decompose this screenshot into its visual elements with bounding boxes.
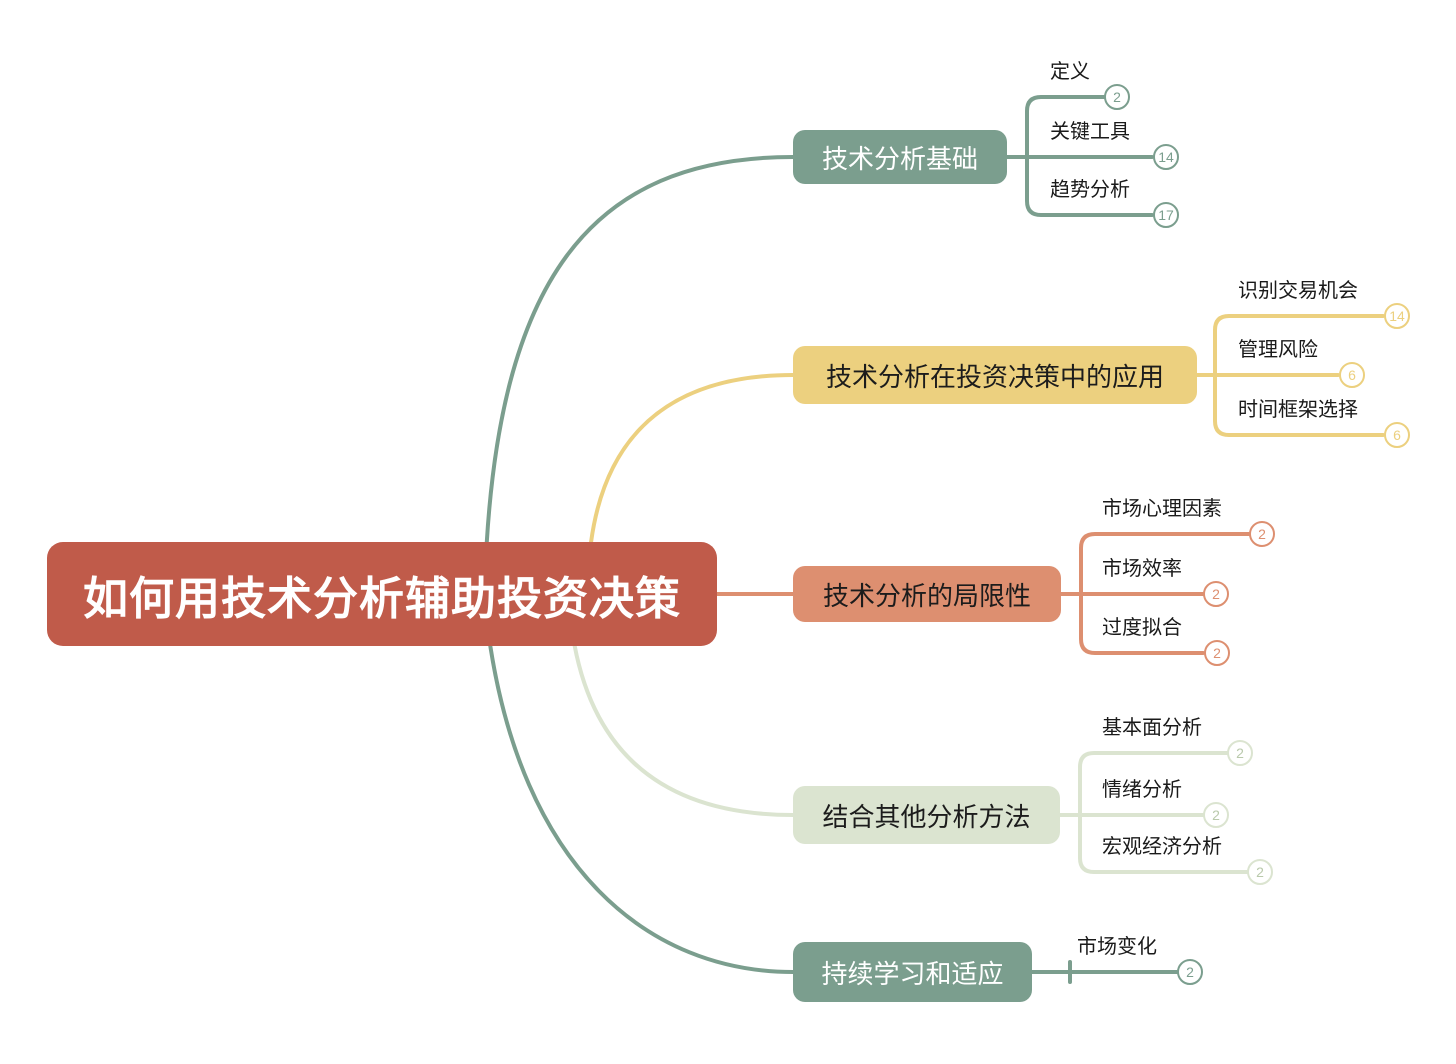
child-topic-label[interactable]: 定义 — [1050, 61, 1090, 83]
branch-curve-application — [586, 373, 795, 582]
count-badge[interactable]: 2 — [1204, 640, 1230, 666]
child-topic-label[interactable]: 时间框架选择 — [1238, 399, 1358, 421]
branch-node-learning[interactable]: 持续学习和适应 — [793, 942, 1032, 1002]
child-topic-label[interactable]: 基本面分析 — [1102, 717, 1202, 739]
central-topic-node[interactable]: 如何用技术分析辅助投资决策 — [47, 542, 717, 646]
branch-node-combination[interactable]: 结合其他分析方法 — [793, 786, 1060, 844]
child-topic-label[interactable]: 情绪分析 — [1102, 779, 1182, 801]
count-badge[interactable]: 6 — [1339, 362, 1365, 388]
count-badge[interactable]: 2 — [1203, 581, 1229, 607]
branch-curve-combination — [570, 628, 795, 817]
count-badge[interactable]: 2 — [1177, 959, 1203, 985]
child-topic-label[interactable]: 管理风险 — [1238, 339, 1318, 361]
child-bracket-combination — [1078, 751, 1249, 874]
child-topic-label[interactable]: 过度拟合 — [1102, 617, 1182, 639]
child-topic-label[interactable]: 市场效率 — [1102, 558, 1182, 580]
count-badge[interactable]: 2 — [1203, 802, 1229, 828]
child-topic-label[interactable]: 市场变化 — [1077, 936, 1157, 958]
count-badge[interactable]: 14 — [1153, 144, 1179, 170]
count-badge[interactable]: 14 — [1384, 303, 1410, 329]
count-badge[interactable]: 2 — [1104, 84, 1130, 110]
child-topic-label[interactable]: 宏观经济分析 — [1102, 836, 1222, 858]
count-badge[interactable]: 2 — [1249, 521, 1275, 547]
count-badge[interactable]: 17 — [1153, 202, 1179, 228]
child-topic-label[interactable]: 识别交易机会 — [1238, 280, 1358, 302]
count-badge[interactable]: 2 — [1227, 740, 1253, 766]
branch-curve-fundamentals — [483, 155, 795, 582]
child-topic-label[interactable]: 趋势分析 — [1050, 179, 1130, 201]
count-badge[interactable]: 6 — [1384, 422, 1410, 448]
branch-node-limitations[interactable]: 技术分析的局限性 — [793, 566, 1061, 622]
child-topic-label[interactable]: 市场心理因素 — [1102, 498, 1222, 520]
branch-curve-learning — [486, 628, 795, 974]
branch-node-application[interactable]: 技术分析在投资决策中的应用 — [793, 346, 1197, 404]
count-badge[interactable]: 2 — [1247, 859, 1273, 885]
child-topic-label[interactable]: 关键工具 — [1050, 121, 1130, 143]
branch-node-fundamentals[interactable]: 技术分析基础 — [793, 130, 1007, 184]
